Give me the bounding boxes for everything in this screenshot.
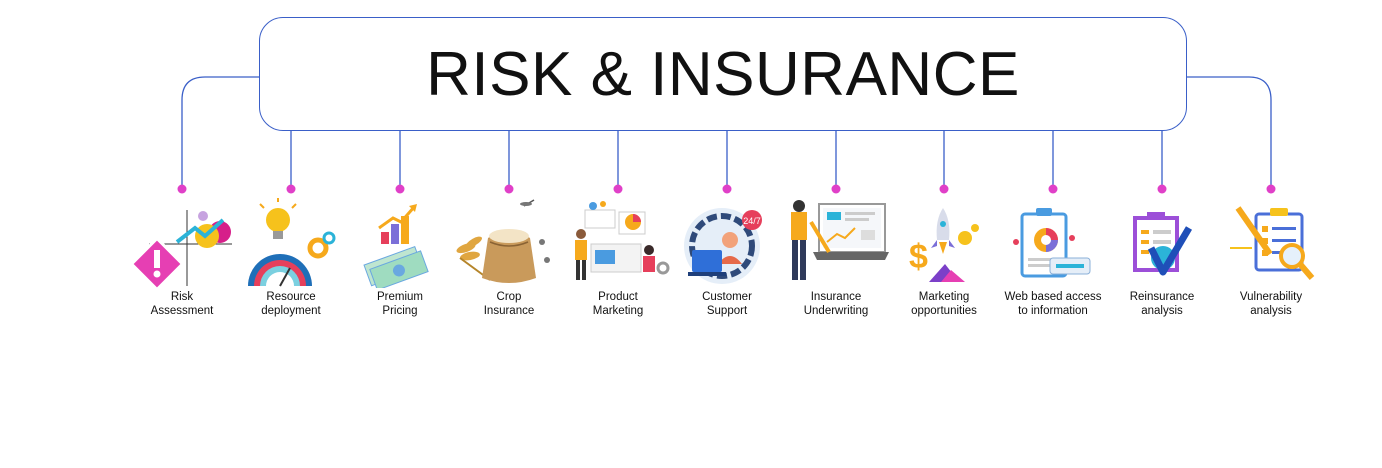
- item-product-marketing: Product Marketing: [558, 198, 678, 318]
- item-risk-assessment: Risk Assessment: [122, 198, 242, 318]
- support-agent-icon: 24/7: [684, 208, 762, 284]
- magnifier-checklist-icon: [1230, 206, 1315, 280]
- lightbulb-gauge-icon: [248, 198, 336, 287]
- item-web-based-access: Web based access to information: [993, 198, 1113, 318]
- item-label: Vulnerability analysis: [1239, 291, 1303, 317]
- item-label: Reinsurance analysis: [1129, 291, 1195, 317]
- connector-left: [181, 76, 259, 189]
- item-label: Customer Support: [702, 291, 752, 317]
- connector-right: [1187, 76, 1272, 189]
- item-label: Marketing opportunities: [911, 291, 977, 317]
- svg-text:$: $: [909, 238, 928, 276]
- rocket-dollar-icon: $: [909, 208, 979, 282]
- team-marketing-icon: [575, 201, 670, 280]
- warning-sign-icon: [129, 210, 232, 288]
- page-title: RISK & INSURANCE: [426, 39, 1020, 109]
- item-label: Insurance Underwriting: [803, 291, 869, 317]
- grain-sack-icon: [456, 199, 550, 283]
- money-chart-icon: [363, 204, 429, 288]
- laptop-analyst-icon: [791, 200, 889, 280]
- item-label: Risk Assessment: [150, 291, 214, 317]
- title-box: RISK & INSURANCE: [259, 17, 1187, 131]
- item-insurance-underwriting: Insurance Underwriting: [776, 198, 896, 318]
- item-label: Crop Insurance: [483, 291, 535, 317]
- item-label: Web based access to information: [1004, 291, 1102, 317]
- svg-text:24/7: 24/7: [743, 216, 761, 226]
- item-premium-pricing: Premium Pricing: [340, 198, 460, 318]
- item-label: Product Marketing: [592, 291, 644, 317]
- item-marketing-opportunities: $ Marketing opportunities: [884, 198, 1004, 318]
- item-reinsurance-analysis: Reinsurance analysis: [1102, 198, 1222, 318]
- item-label: Premium Pricing: [376, 291, 423, 317]
- item-resource-deployment: Resource deployment: [231, 198, 351, 318]
- item-vulnerability-analysis: Vulnerability analysis: [1211, 198, 1331, 318]
- item-crop-insurance: Crop Insurance: [449, 198, 569, 318]
- item-label: Resource deployment: [261, 291, 321, 317]
- item-customer-support: 24/7 Customer Support: [667, 198, 787, 318]
- clipboard-chart-icon: [1013, 208, 1091, 278]
- checkmark-document-icon: [1133, 212, 1193, 276]
